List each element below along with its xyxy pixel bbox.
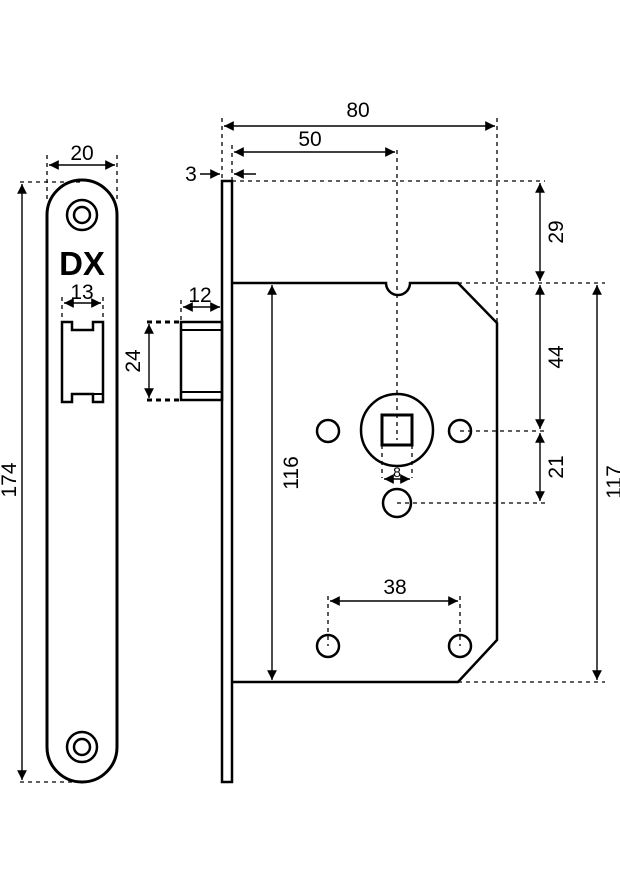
latch-slot [60,320,105,404]
lock-case [232,281,499,684]
dim-backset-total: 80 [346,99,369,122]
dim-latch-projection: 12 [188,284,211,307]
fixing-hole [315,633,341,659]
dim-spindle-to-top: 44 [545,345,568,369]
dim-case-height-right: 117 [603,465,620,498]
brand-logo: DX [59,245,105,282]
latch-bolt [147,320,224,402]
screw-hole-bottom [65,730,99,764]
dim-faceplate-thickness: 3 [185,163,197,186]
fixing-hole [447,633,473,659]
side-faceplate [220,179,234,784]
fixing-hole [381,487,413,519]
dim-spindle-square: 8 [393,464,401,480]
fixing-hole [315,418,341,444]
dim-slot-width: 13 [70,281,93,304]
dim-latch-height: 24 [122,349,145,373]
dim-spindle-to-hole: 21 [545,455,568,478]
dim-case-height-left: 116 [280,456,303,489]
dim-hole-spacing: 38 [383,576,406,599]
faceplate: DX [45,178,119,784]
dim-top-offset: 29 [545,220,568,243]
screw-hole-top [65,198,99,232]
dim-faceplate-width: 20 [70,142,93,165]
dim-backset: 50 [298,128,321,151]
dim-faceplate-height: 174 [0,462,21,497]
